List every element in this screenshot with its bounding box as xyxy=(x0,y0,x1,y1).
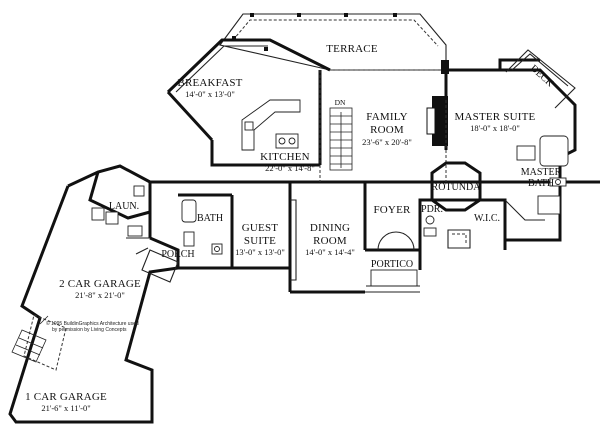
family-room-label-2: ROOM xyxy=(370,124,404,136)
wic-label: W.I.C. xyxy=(474,213,500,224)
guest-suite-label-2: SUITE xyxy=(244,235,276,247)
kitchen-island xyxy=(241,99,301,151)
master-suite-label: MASTER SUITE xyxy=(455,111,536,123)
deck-label: DECK xyxy=(528,63,556,90)
garage-stair xyxy=(11,315,49,363)
guest-suite-size: 13'-0" x 13'-0" xyxy=(235,247,285,257)
garage1-size: 21'-6" x 11'-0" xyxy=(41,403,90,413)
garage2-size: 21'-8" x 21'-0" xyxy=(75,290,125,300)
room-labels: TERRACE BREAKFAST 14'-0" x 13'-0" KITCHE… xyxy=(25,43,562,413)
dining-room-size: 14'-0" x 14'-4" xyxy=(305,247,355,257)
garage-walls xyxy=(8,164,179,424)
foyer-doors xyxy=(370,231,418,287)
pdr-fixtures xyxy=(423,215,437,237)
copyright-line-1: © 1995 BuildinGraphics Architecture used xyxy=(46,320,139,327)
breakfast-label: BREAKFAST xyxy=(177,77,242,89)
rotunda-label: ROTUNDA xyxy=(432,182,482,193)
master-suite-size: 18'-0" x 18'-0" xyxy=(470,123,520,133)
stairs-down xyxy=(329,107,353,171)
porch-label: PORCH xyxy=(161,249,194,260)
front-steps xyxy=(365,285,420,293)
guest-bath-fixtures xyxy=(181,199,223,255)
rotunda-walls xyxy=(430,161,482,212)
wic-shelves xyxy=(447,229,471,249)
dining-details xyxy=(290,199,297,281)
breakfast-walls xyxy=(166,38,331,167)
bath-label: BATH xyxy=(197,213,223,224)
stair-dn-label: DN xyxy=(335,98,346,107)
kitchen-label: KITCHEN xyxy=(260,151,310,163)
master-bath-label-2: BATH xyxy=(528,178,554,189)
breakfast-size: 14'-0" x 13'-0" xyxy=(185,89,235,99)
dining-room-label-2: ROOM xyxy=(313,235,347,247)
family-room-label-1: FAMILY xyxy=(366,111,407,123)
terrace-posts xyxy=(232,13,397,51)
foyer-label: FOYER xyxy=(373,204,411,216)
porch-area xyxy=(135,247,179,283)
pdr-label: PDR. xyxy=(421,204,443,215)
family-room-dashes xyxy=(319,70,447,182)
family-room-size: 23'-6" x 20'-8" xyxy=(362,137,412,147)
garage1-label: 1 CAR GARAGE xyxy=(25,391,107,403)
master-bath-label-1: MASTER xyxy=(521,167,562,178)
laundry-label: LAUN. xyxy=(109,201,139,212)
portico-label: PORTICO xyxy=(371,259,413,270)
terrace-label: TERRACE xyxy=(326,43,378,55)
garage2-label: 2 CAR GARAGE xyxy=(59,278,141,290)
laundry-fixtures xyxy=(91,185,145,237)
dining-room-label-1: DINING xyxy=(310,222,350,234)
guest-suite-label-1: GUEST xyxy=(242,222,279,234)
copyright-line-2: by permission by Living Concepts xyxy=(52,327,127,333)
fireplace xyxy=(426,96,448,146)
kitchen-size: 22'-0" x 14'-8" xyxy=(265,163,315,173)
master-bath-fixtures xyxy=(504,135,569,221)
